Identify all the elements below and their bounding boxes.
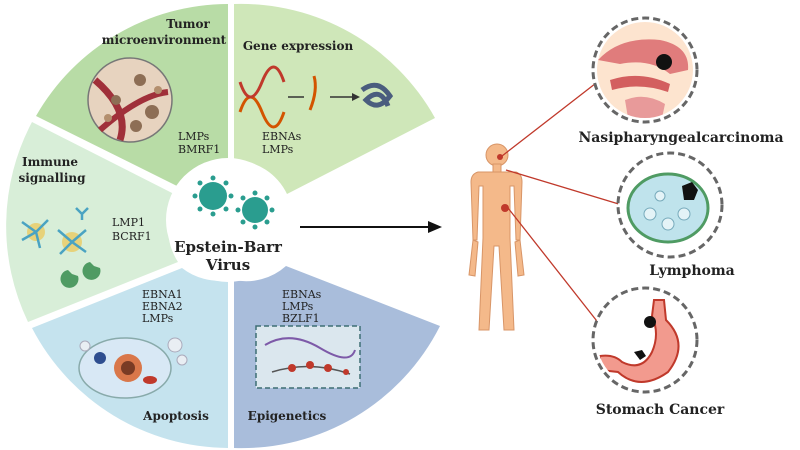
gene-label: BMRF1 [178, 143, 220, 156]
gene-label: LMPs [282, 300, 314, 313]
center-label-line2: Virus [205, 256, 250, 274]
disease-lymphoma [616, 151, 724, 259]
gene-label: LMPs [178, 130, 210, 143]
gene-label: BZLF1 [282, 312, 320, 325]
tumor-tissue-illustration [87, 57, 173, 143]
segment-title: microenvironment [102, 33, 227, 47]
segment-title: Apoptosis [142, 409, 209, 423]
gene-label: LMP1 [112, 216, 145, 229]
gene-label: LMPs [142, 312, 174, 325]
connector-lines [501, 79, 623, 326]
disease-npc [591, 16, 699, 124]
gene-label: EBNAs [282, 288, 322, 301]
segment-gene-expression [234, 3, 435, 195]
ebv-wheel [6, 3, 440, 449]
nasopharynx-marker [497, 154, 503, 160]
disease-label-stomach: Stomach Cancer [596, 402, 725, 418]
segment-title: signalling [19, 171, 87, 185]
center-label-line1: Epstein-Barr [174, 238, 283, 256]
virus-illustration [192, 175, 275, 230]
gene-label: LMPs [262, 143, 294, 156]
gene-label: EBNAs [262, 130, 302, 143]
infection-arrow [300, 221, 442, 233]
apoptotic-cell-illustration [78, 337, 188, 399]
chromatin-illustration [255, 325, 361, 389]
center-circle [166, 158, 290, 282]
disease-label-npc: Nasipharyngealcarcinoma [578, 130, 783, 146]
segment-title: Gene expression [243, 39, 354, 53]
gene-label: EBNA2 [142, 300, 183, 313]
human-body-figure [468, 143, 525, 331]
gene-label: EBNA1 [142, 288, 183, 301]
disease-stomach [591, 286, 699, 394]
virus-icon [235, 190, 275, 230]
segment-title: Tumor [166, 17, 210, 31]
disease-label-lymphoma: Lymphoma [649, 263, 734, 279]
segment-title: Immune [22, 155, 78, 169]
virus-icon [192, 175, 234, 217]
gene-label: BCRF1 [112, 230, 152, 243]
stomach-marker [501, 204, 509, 212]
segment-title: Epigenetics [248, 409, 327, 423]
segment-immune-signalling [6, 122, 179, 322]
dna-helix-illustration [238, 65, 394, 129]
immune-cells-illustration [21, 207, 101, 288]
